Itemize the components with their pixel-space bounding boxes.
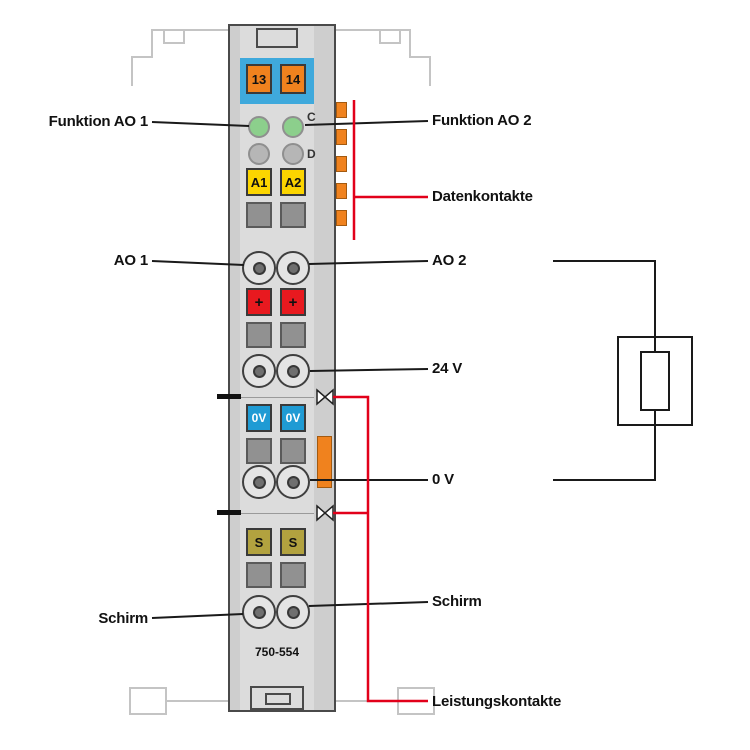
terminal-hole — [252, 475, 266, 489]
clamp-opening — [280, 438, 306, 464]
terminal-0v-left — [242, 465, 276, 499]
zero-v-label: 0V — [285, 411, 301, 425]
led-row-letter-d: D — [307, 147, 316, 161]
shield-marker: S — [246, 528, 272, 556]
terminal-hole — [286, 475, 300, 489]
load-wire-top — [553, 260, 656, 337]
module-left-side — [230, 26, 240, 710]
plus-marker: + — [246, 288, 272, 316]
data-contact-icon — [336, 156, 347, 172]
callout-ao2: AO 2 — [432, 252, 467, 269]
callout-schirm-right: Schirm — [432, 593, 482, 610]
module-right-side — [314, 26, 334, 710]
callout-funktion-ao1: Funktion AO 1 — [48, 113, 149, 130]
data-contact-icon — [336, 210, 347, 226]
terminal-hole — [286, 261, 300, 275]
callout-ao1: AO 1 — [113, 252, 148, 269]
terminal-13-label: 13 — [251, 71, 267, 87]
terminal-ao2 — [276, 251, 310, 285]
terminal-24v-left — [242, 354, 276, 388]
terminal-hole — [252, 364, 266, 378]
plus-label: + — [288, 293, 298, 311]
clamp-opening — [246, 562, 272, 588]
callout-datenkontakte: Datenkontakte — [432, 188, 533, 205]
clamp-opening — [280, 562, 306, 588]
data-contact-icon — [336, 102, 347, 118]
load-outer-box — [617, 336, 693, 426]
callout-0v: 0 V — [432, 471, 454, 488]
rail-mount-notch — [256, 28, 298, 48]
terminal-14-label: 14 — [285, 71, 301, 87]
terminal-24v-right — [276, 354, 310, 388]
terminal-schirm-left — [242, 595, 276, 629]
mounting-foot-slot — [265, 693, 291, 705]
status-led-ao2 — [282, 116, 304, 138]
zero-v-marker: 0V — [246, 404, 272, 432]
channel-a2-marker: A2 — [280, 168, 306, 196]
led-blank-right — [282, 143, 304, 165]
led-row-letter-c: C — [307, 110, 316, 124]
shield-marker: S — [280, 528, 306, 556]
terminal-ao1 — [242, 251, 276, 285]
led-blank-left — [248, 143, 270, 165]
section-separator — [240, 513, 314, 514]
channel-a2-label: A2 — [284, 174, 302, 190]
terminal-hole — [286, 605, 300, 619]
callout-24v: 24 V — [432, 360, 463, 377]
plus-marker: + — [280, 288, 306, 316]
load-resistor-icon — [640, 351, 670, 411]
clamp-opening — [280, 322, 306, 348]
zero-v-label: 0V — [251, 411, 267, 425]
load-circuit — [553, 260, 693, 481]
part-number: 750-554 — [254, 645, 300, 659]
release-latch — [317, 436, 332, 488]
load-wire-bottom — [553, 425, 656, 481]
callout-funktion-ao2: Funktion AO 2 — [432, 112, 532, 129]
plus-label: + — [254, 293, 264, 311]
terminal-schirm-right — [276, 595, 310, 629]
terminal-hole — [252, 605, 266, 619]
clamp-opening — [246, 438, 272, 464]
data-contact-icon — [336, 129, 347, 145]
zero-v-marker: 0V — [280, 404, 306, 432]
channel-a1-label: A1 — [250, 174, 268, 190]
channel-a1-marker: A1 — [246, 168, 272, 196]
leistungskontakte-line — [333, 395, 428, 703]
mounting-foot — [250, 686, 304, 710]
shield-label: S — [288, 534, 298, 550]
shield-label: S — [254, 534, 264, 550]
terminal-hole — [252, 261, 266, 275]
terminal-0v-right — [276, 465, 310, 499]
clamp-opening — [280, 202, 306, 228]
callout-leistungskontakte: Leistungskontakte — [432, 693, 562, 710]
callout-schirm-left: Schirm — [98, 610, 148, 627]
status-led-ao1 — [248, 116, 270, 138]
terminal-hole — [286, 364, 300, 378]
data-contact-icon — [336, 183, 347, 199]
section-separator — [240, 397, 314, 398]
terminal-number-13: 13 — [246, 64, 272, 94]
terminal-number-14: 14 — [280, 64, 306, 94]
clamp-opening — [246, 322, 272, 348]
clamp-opening — [246, 202, 272, 228]
red-callout-lines — [333, 100, 428, 703]
